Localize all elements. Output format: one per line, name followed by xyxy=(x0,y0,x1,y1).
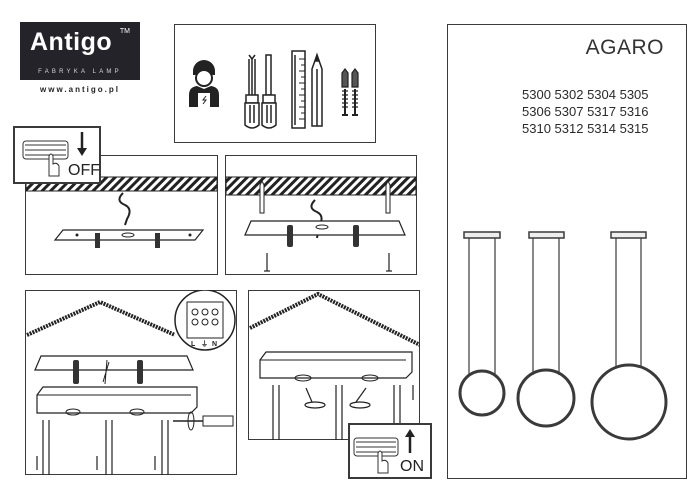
adjust-height-icon xyxy=(36,456,156,470)
large-ring-pendant-icon xyxy=(590,231,668,441)
small-ring-pendant-icon xyxy=(458,231,506,417)
wall-plug-left-icon xyxy=(259,179,265,214)
on-label: ON xyxy=(400,458,424,475)
switch-box-on-icon xyxy=(353,429,415,474)
product-illustrations xyxy=(458,231,668,441)
code-row: 5306 5307 5317 5316 xyxy=(522,104,649,119)
product-panel xyxy=(447,24,687,479)
flat-screwdriver-icon xyxy=(261,54,277,129)
medium-ring-pendant-icon xyxy=(516,231,576,428)
code-row: 5310 5312 5314 5315 xyxy=(522,121,649,136)
terminal-label-earth: ⏚ xyxy=(201,340,208,348)
tools-panel xyxy=(174,24,376,143)
phillips-screwdriver-icon xyxy=(244,54,260,129)
electrician-icon xyxy=(189,60,219,107)
code-row: 5300 5302 5304 5305 xyxy=(522,87,649,102)
cable-icon xyxy=(118,192,131,226)
wall-plugs-icon xyxy=(341,68,359,116)
step-5-illustration xyxy=(249,291,420,440)
screw-icon xyxy=(264,253,392,272)
screwdriver-icon xyxy=(173,411,234,431)
off-label: OFF xyxy=(68,162,100,179)
mounting-plate-icon xyxy=(53,229,205,241)
brand-url[interactable]: www.antigo.pl xyxy=(40,85,120,94)
step-3-illustration xyxy=(225,176,417,272)
brand-logo: Antigo TM FABRYKA LAMP xyxy=(20,22,140,80)
product-title: AGARO xyxy=(585,36,664,59)
terminal-block-icon xyxy=(186,301,224,339)
brand-tagline: FABRYKA LAMP xyxy=(38,69,122,75)
brand-name: Antigo xyxy=(30,28,113,56)
switch-box-icon xyxy=(22,132,87,177)
pencil-icon xyxy=(311,52,323,127)
step-4-illustration: L ⏚ N xyxy=(26,290,236,475)
hand-icon xyxy=(377,450,389,474)
terminal-label-L: L xyxy=(191,341,196,348)
wall-plug-right-icon xyxy=(385,179,391,214)
ruler-icon xyxy=(291,50,306,129)
trademark: TM xyxy=(119,28,130,35)
hand-icon xyxy=(48,153,60,177)
terminal-label-N: N xyxy=(212,341,217,348)
canopy-icon xyxy=(36,386,198,414)
product-codes: 5300 5302 5304 5305 5306 5307 5317 5316 … xyxy=(522,86,649,137)
